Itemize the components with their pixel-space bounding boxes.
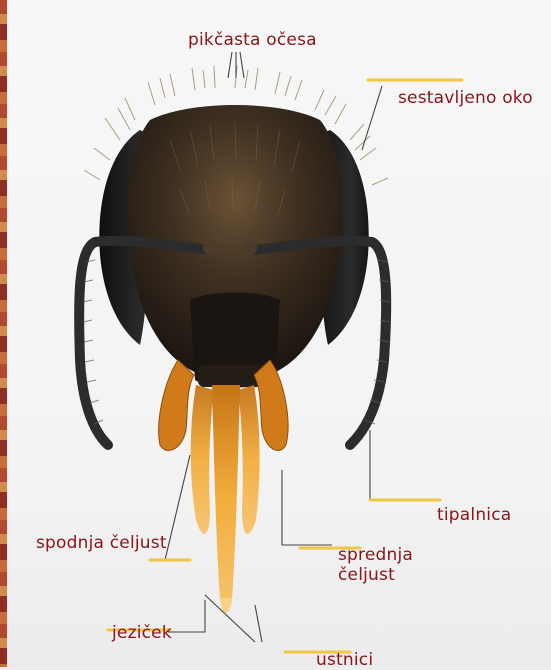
label-simple-eyes: pikčasta očesa bbox=[188, 32, 317, 49]
antenna-socket-left bbox=[203, 241, 217, 255]
maxilla-left bbox=[191, 385, 214, 534]
label-compound-eye: sestavljeno oko bbox=[398, 90, 533, 107]
label-upper-jaw: sprednja čeljust bbox=[338, 546, 413, 585]
maxilla-right bbox=[238, 385, 260, 534]
mandible-left bbox=[159, 360, 194, 450]
proboscis bbox=[212, 385, 240, 609]
antenna-socket-right bbox=[243, 241, 257, 255]
label-antenna: tipalnica bbox=[437, 507, 511, 524]
label-tongue: jeziček bbox=[112, 625, 172, 642]
label-mouthparts: ustnici bbox=[316, 652, 373, 669]
label-lower-jaw: spodnja čeljust bbox=[36, 535, 167, 552]
